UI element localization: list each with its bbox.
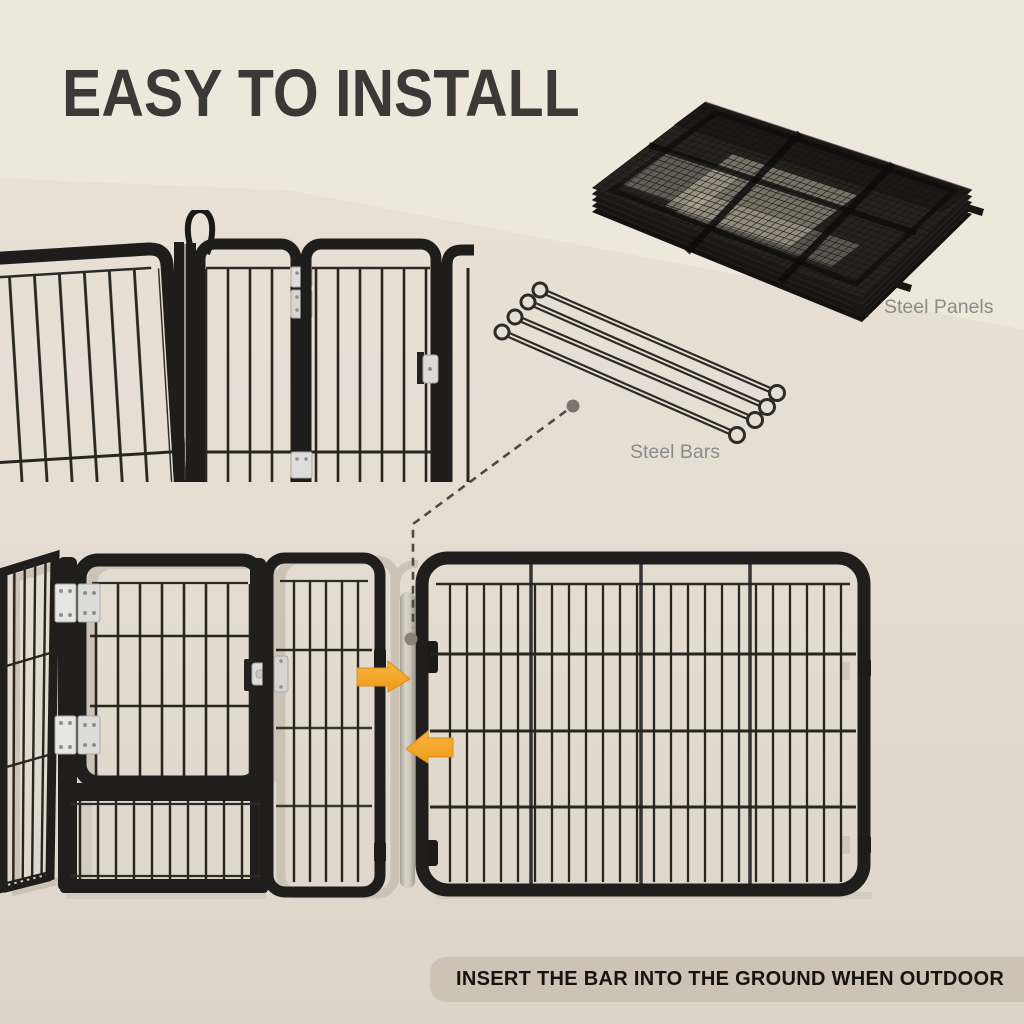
footer-note-text: INSERT THE BAR INTO THE GROUND WHEN OUTD… xyxy=(456,968,1005,990)
steel-bars-group xyxy=(493,281,786,444)
steel-panels-label: Steel Panels xyxy=(884,296,994,318)
steel-panels-stack xyxy=(591,101,984,322)
lower-fixed-panel xyxy=(60,801,268,893)
fence-panel-partial-left xyxy=(0,242,188,482)
open-gate-panel xyxy=(0,549,60,894)
hinge-icon xyxy=(54,583,101,623)
large-fence-panel xyxy=(415,551,871,897)
hinge-icon xyxy=(290,451,313,479)
callout-dot-bottom xyxy=(404,632,418,646)
steel-bars-label: Steel Bars xyxy=(630,441,720,463)
hinge-icon xyxy=(54,715,101,755)
steel-bar-top-loop xyxy=(184,210,216,256)
panel-joint-posts xyxy=(174,242,196,482)
page-title: EASY TO INSTALL xyxy=(62,56,580,131)
steel-bar-connector xyxy=(400,592,415,888)
steel-bar xyxy=(493,323,746,444)
fence-panel-partial-right xyxy=(441,244,474,482)
latch-icon xyxy=(417,352,439,384)
push-left-arrow-icon xyxy=(405,729,454,764)
panel-connection-scene xyxy=(0,549,872,899)
footer-note-bar: INSERT THE BAR INTO THE GROUND WHEN OUTD… xyxy=(430,957,1024,1002)
dashed-callout-connector xyxy=(404,399,580,646)
callout-dot-top xyxy=(566,399,580,413)
fence-panel-middle xyxy=(194,238,302,482)
fence-gate-panel xyxy=(300,238,442,482)
steel-bar xyxy=(506,308,764,429)
door-panel xyxy=(73,553,267,789)
narrow-fence-panel xyxy=(262,552,386,898)
assembled-playpen-top-view xyxy=(0,210,474,482)
steel-bar xyxy=(519,293,776,416)
push-right-arrow-icon xyxy=(356,659,411,693)
steel-bar xyxy=(531,281,786,402)
